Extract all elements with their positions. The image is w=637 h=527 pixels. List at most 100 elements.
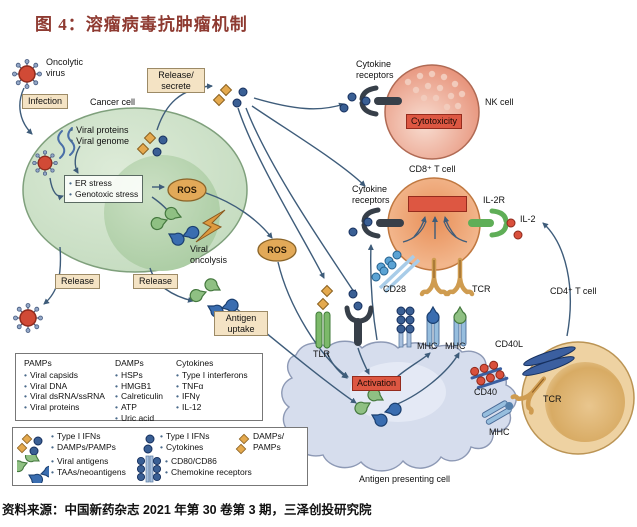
release-box-left: Release <box>55 274 101 289</box>
viral-oncolysis-label: Viral oncolysis <box>190 244 228 265</box>
virus-in-cell-icon <box>32 150 58 176</box>
damps-item: HMGB1 <box>115 381 173 392</box>
mhc-icon-bottom <box>481 400 514 425</box>
cd8-tcr-label: TCR <box>472 284 491 294</box>
cd8-activation-red-box <box>408 196 467 212</box>
release-secrete-box: Release/ secrete <box>147 68 205 93</box>
cytokines-item: IFNγ <box>176 391 260 402</box>
ros-label-1: ROS <box>177 185 197 195</box>
legend-item-2: Type I IFNs Cytokines <box>160 431 209 452</box>
nk-cell-label: NK cell <box>485 97 514 107</box>
cd40-icon <box>469 359 509 390</box>
legend-line: CD80/CD86 <box>165 456 252 467</box>
damps-item: ATP <box>115 402 173 413</box>
legend-line: Type I IFNs <box>160 431 209 442</box>
antigen-presenting-cell-label: Antigen presenting cell <box>359 474 451 484</box>
oncolytic-virus-icon <box>11 58 43 90</box>
mhc2-label: MHC <box>445 341 466 351</box>
legend-item-5: CD80/CD86 Chemokine receptors <box>165 456 252 477</box>
pamps-item: Viral proteins <box>24 402 112 413</box>
cd8-t-cell-label: CD8⁺ T cell <box>409 164 456 174</box>
released-virus-icon <box>12 302 44 334</box>
viral-proteins-label: Viral proteins Viral genome <box>70 125 129 146</box>
cd8-cytokine-receptor-icon <box>348 207 404 239</box>
orange-diamonds-icon <box>235 433 250 455</box>
receptor-with-circles-icon <box>136 455 162 483</box>
source-line: 资料来源：中国新药杂志 2021 年第 30 卷第 3 期，三泽创投研究院 <box>2 503 372 517</box>
ros-oval-in-cell <box>167 178 207 202</box>
legend-line: PAMPs <box>253 441 281 452</box>
diamonds-and-circles-icon <box>17 433 43 455</box>
infection-box: Infection <box>22 94 69 109</box>
viral-oncolysis-lightning-icon <box>195 209 226 243</box>
legend-item-4: Viral antigens TAAs/neoantigens <box>51 456 126 477</box>
cytokines-item: IL-12 <box>176 402 260 413</box>
legend-line: Viral antigens <box>51 456 126 467</box>
antigen-uptake-box: Antigen uptake <box>214 311 268 336</box>
released-damp-pamp-cluster <box>213 84 248 108</box>
apc-cytokine-receptor-icon <box>344 289 374 346</box>
cd4-tcr-label: TCR <box>543 394 562 404</box>
cytokines-item: TNFα <box>176 381 260 392</box>
cd80-cd86-icon <box>396 306 415 348</box>
nk-granules <box>404 70 466 111</box>
tlr-label: TLR <box>313 349 331 359</box>
mhc-bottom-label: MHC <box>489 427 510 437</box>
damps-title: DAMPs <box>115 358 144 368</box>
legend-item-1: Type I IFNs DAMPs/PAMPs <box>51 431 116 452</box>
pamps-damps-cytokines-panel: PAMPs Viral capsids Viral DNA Viral dsRN… <box>15 353 263 424</box>
cytokines-title: Cytokines <box>176 358 214 368</box>
activation-box: Activation <box>352 376 402 391</box>
cd40l-label: CD40L <box>495 339 524 349</box>
cd4-t-cell-label: CD4⁺ T cell <box>550 286 597 296</box>
cancer-cell-label: Cancer cell <box>90 97 136 107</box>
er-stress-item: ER stress <box>69 178 138 189</box>
viral-genome-item: Viral genome <box>70 136 129 147</box>
mhc1-label: MHC <box>417 341 438 351</box>
pamps-title: PAMPs <box>24 358 52 368</box>
symbol-legend-panel: Type I IFNs DAMPs/PAMPs Type I IFNs Cyto… <box>12 427 308 486</box>
viral-proteins-item: Viral proteins <box>70 125 129 136</box>
pamps-column: PAMPs Viral capsids Viral DNA Viral dsRN… <box>24 358 112 413</box>
legend-line: Chemokine receptors <box>165 467 252 478</box>
damps-column: DAMPs HSPs HMGB1 Calreticulin ATP Uric a… <box>115 358 173 424</box>
damps-item: HSPs <box>115 370 173 381</box>
genotoxic-stress-item: Genotoxic stress <box>69 189 138 200</box>
damps-item: Calreticulin <box>115 391 173 402</box>
cd28-icon <box>371 250 421 294</box>
legend-line: Cytokines <box>160 442 209 453</box>
mhc-icon-1 <box>426 306 440 347</box>
pacman-antigens-icon <box>17 455 49 483</box>
tlr-icon <box>315 285 333 349</box>
pamps-item: Viral dsRNA/ssRNA <box>24 391 112 402</box>
cd28-label: CD28 <box>383 284 407 294</box>
legend-line: DAMPs/ <box>253 431 285 441</box>
il2-label: IL-2 <box>520 214 536 224</box>
nk-cell <box>384 64 480 160</box>
cd8-cytokine-receptors-label: Cytokine receptors <box>352 184 390 205</box>
legend-line: DAMPs/PAMPs <box>51 442 116 453</box>
oncolytic-virus-label: Oncolytic virus <box>46 57 84 78</box>
er-stress-box: ER stress Genotoxic stress <box>64 175 144 203</box>
cytokines-item: Type I interferons <box>176 370 260 381</box>
ros-label-2: ROS <box>267 245 287 255</box>
pamps-item: Viral DNA <box>24 381 112 392</box>
figure-title: 图 4：溶瘤病毒抗肿瘤机制 <box>35 15 248 34</box>
mhc-icon-2 <box>453 306 467 347</box>
il2r-label: IL-2R <box>483 195 506 205</box>
cytotoxicity-box: Cytotoxicity <box>406 114 463 129</box>
ros-oval-middle <box>257 238 297 262</box>
nk-cytokine-receptor-icon <box>339 85 402 117</box>
nk-cytokine-receptors-label: Cytokine receptors <box>356 59 394 80</box>
pamps-item: Viral capsids <box>24 370 112 381</box>
il2-receptor-icon <box>468 208 523 240</box>
legend-line: Type I IFNs <box>51 431 116 442</box>
release-secrete-line2: secrete <box>161 80 191 91</box>
cd40l-icon <box>522 346 576 376</box>
release-secrete-line1: Release/ <box>158 70 194 80</box>
legend-item-3: DAMPs/ PAMPs <box>253 431 284 452</box>
cd40-label: CD40 <box>474 387 498 397</box>
cytokines-column: Cytokines Type I interferons TNFα IFNγ I… <box>176 358 260 413</box>
